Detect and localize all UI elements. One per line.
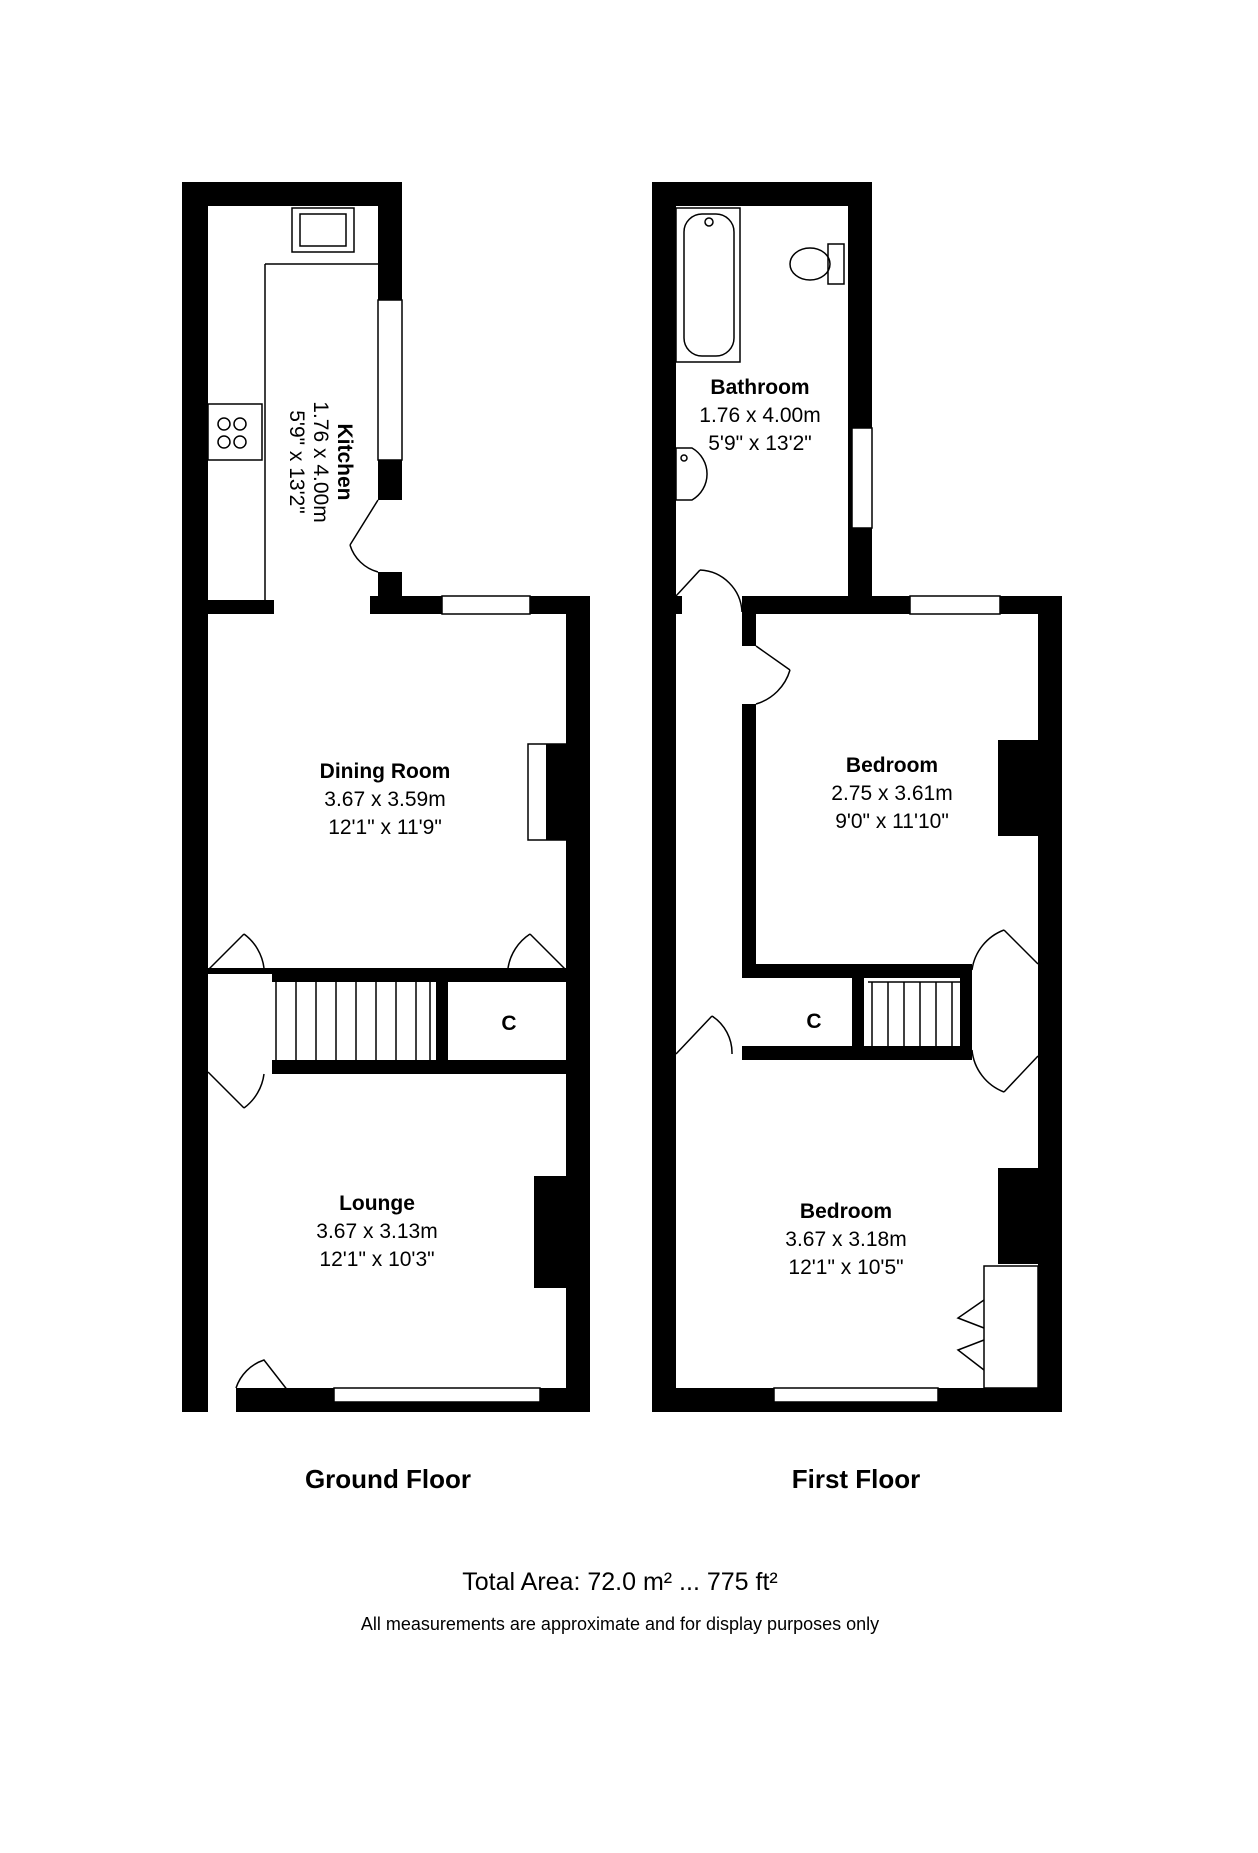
ground-cupboard-label: C [501,1012,516,1035]
first-cupboard-label: C [806,1010,821,1033]
wardrobe [983,1265,1039,1389]
dining-title: Dining Room [320,760,451,783]
first-right-wall [1038,596,1062,1412]
first-floor-label: First Floor [792,1464,921,1494]
bathroom-door-jamb [676,596,682,614]
kitchen-door [349,499,379,573]
kitchen-imperial: 5'9" x 13'2" [285,410,308,514]
dining-hall-door [207,933,265,971]
kitchen-title: Kitchen [333,423,356,500]
front-door [235,1359,293,1397]
rear-bedroom-door [755,645,791,705]
kitchen-hob [207,403,263,461]
front-bedroom-title: Bedroom [800,1200,892,1223]
first-stairs [868,981,960,1046]
landing-door-upper [971,929,1039,971]
bathroom-right-wall [848,182,872,600]
bath [675,207,741,363]
bedroom-rear-window [909,595,1001,615]
kitchen-rear-wall [182,182,402,206]
dining-chimney-breast [546,744,566,840]
ground-left-wall [182,182,208,1412]
bedroom-rear-wall [742,596,1062,614]
bedroom-front-window [773,1387,939,1403]
front-bedroom-imperial: 12'1" x 10'5" [788,1256,903,1279]
front-bedroom-door [675,1015,733,1055]
lounge-title: Lounge [339,1192,415,1215]
bathroom-title: Bathroom [710,376,809,399]
hall-door-header [208,968,272,974]
landing-wall [742,704,756,974]
bathroom-rear-wall [652,182,872,206]
kitchen-sink-bowl [299,213,347,247]
dining-window [441,595,531,615]
wardrobe-doors [956,1299,985,1371]
landing-wall-upper [742,596,756,646]
kitchen-worktop [264,263,378,600]
kitchen-sink [291,207,355,253]
landing-door-lower [971,1049,1039,1093]
rear-bedroom-imperial: 9'0" x 11'10" [835,810,949,833]
hob-rings [217,417,247,449]
front-door-gap [208,1388,236,1412]
bathroom-door [675,569,743,613]
kitchen-door-jamb [378,572,402,598]
cupboard-door [507,933,567,971]
front-bedroom-chimney-breast [998,1168,1038,1264]
rear-bedroom-title: Bedroom [846,754,938,777]
dining-metric: 3.67 x 3.59m [324,788,445,811]
stairs-bottom-wall [272,1060,566,1074]
lounge-chimney-breast [534,1176,566,1288]
lounge-imperial: 12'1" x 10'3" [319,1248,434,1271]
lounge-metric: 3.67 x 3.13m [316,1220,437,1243]
rear-bedroom-chimney-breast [998,740,1038,836]
lounge-hall-door [207,1071,265,1109]
bathroom-basin [675,447,708,501]
kitchen-window [377,299,403,461]
rear-bedroom-front-wall [742,964,972,978]
dining-imperial: 12'1" x 11'9" [328,816,442,839]
bathroom-imperial: 5'9" x 13'2" [708,432,812,455]
first-stairs-wall [960,978,972,1060]
toilet-bowl [789,247,831,281]
front-bedroom-metric: 3.67 x 3.18m [785,1228,906,1251]
basin-tap-icon [680,454,688,462]
ground-floor-plan [182,182,590,1412]
bath-inner [683,213,735,357]
lounge-window [333,1387,541,1403]
rear-bedroom-metric: 2.75 x 3.61m [831,782,952,805]
first-cupboard-wall [852,978,864,1060]
first-floor-plan [652,182,1062,1412]
ground-floor-label: Ground Floor [305,1464,471,1494]
cupboard-wall [436,968,448,1074]
disclaimer: All measurements are approximate and for… [361,1614,879,1634]
kitchen-metric: 1.76 x 4.00m [309,401,332,522]
total-area: Total Area: 72.0 m² ... 775 ft² [462,1568,777,1596]
bathroom-window [851,427,873,529]
kitchen-dining-partition-left [182,600,274,614]
first-left-wall [652,182,676,1412]
bath-tap-icon [704,217,714,227]
stairs-top-wall [272,968,566,982]
toilet-cistern [827,243,845,285]
ground-right-wall [566,596,590,1412]
bathroom-metric: 1.76 x 4.00m [699,404,820,427]
ground-stairs [275,982,431,1060]
